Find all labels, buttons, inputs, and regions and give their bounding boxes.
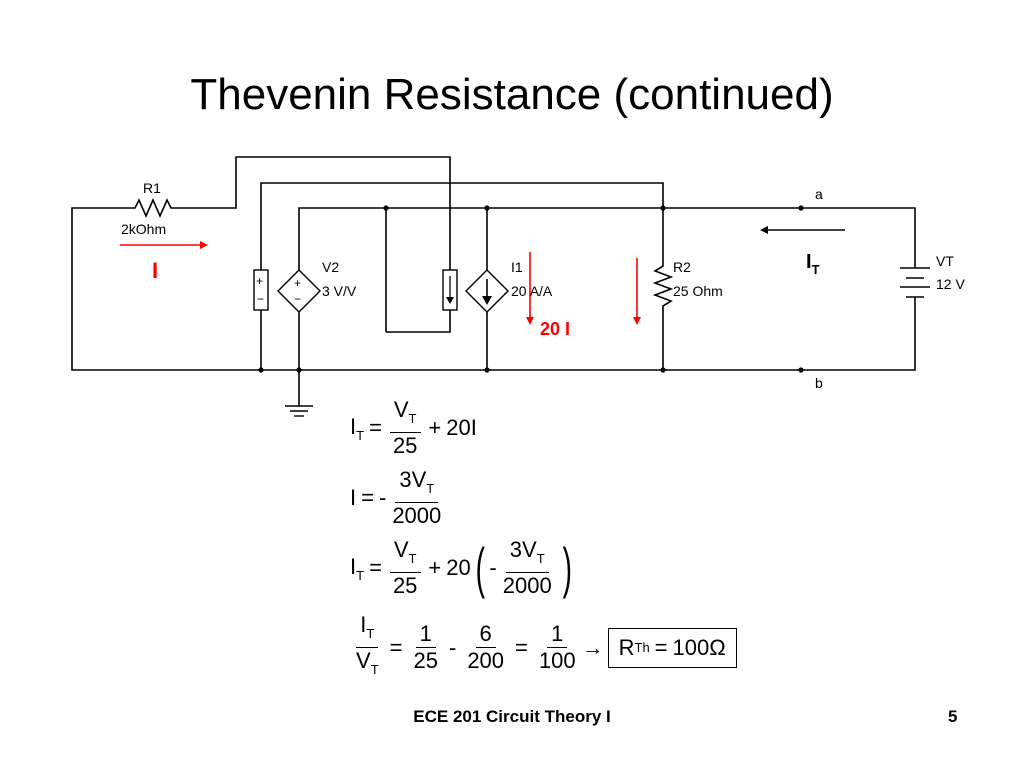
v2-sense-minus: − <box>257 292 264 306</box>
r1-resistor <box>125 198 175 218</box>
eq4-equals-1: = <box>389 634 403 660</box>
eq1-equals: = <box>369 415 382 440</box>
current-arrow-20i <box>526 252 534 325</box>
current-label-20i: 20 I <box>540 319 570 339</box>
i1-sense-port <box>442 269 458 311</box>
eq4-fraction-2: 6 200 <box>467 621 505 673</box>
current-label-it: IT <box>806 251 820 277</box>
current-label-i: I <box>152 258 158 283</box>
v2-plus: + <box>294 276 301 290</box>
vt-value: 12 V <box>936 276 965 292</box>
eq1-lhs: IT <box>350 413 365 443</box>
v2-sense-port: + − <box>253 269 269 311</box>
v2-dependent-source: + − <box>277 269 321 313</box>
circuit-diagram: + − + − <box>71 156 965 417</box>
r1-value: 2kOhm <box>121 221 166 237</box>
vt-battery <box>900 262 930 320</box>
eq2-fraction: 3VT 2000 <box>392 467 442 528</box>
eq3-coef: 20 <box>446 555 471 580</box>
eq3-plus: + <box>428 555 442 580</box>
eq3-neg: - <box>489 555 497 580</box>
junction-dots <box>258 205 804 373</box>
eq1-plus: + <box>428 415 442 440</box>
v2-value: 3 V/V <box>322 283 357 299</box>
v2-name: V2 <box>322 259 339 275</box>
footer-course-name: ECE 201 Circuit Theory I <box>413 707 611 726</box>
equation-2: I = - 3VT 2000 <box>350 468 447 528</box>
equation-3: IT = VT 25 + 20 ( - 3VT 2000 ) <box>350 538 576 598</box>
current-arrow-it <box>760 226 845 234</box>
i1-name: I1 <box>511 259 523 275</box>
current-arrow-i <box>120 241 208 249</box>
v2-minus: − <box>294 292 301 306</box>
eq4-minus: - <box>448 634 457 660</box>
v2-sense-plus: + <box>256 274 263 288</box>
eq3-equals: = <box>369 555 382 580</box>
eq2-equals: = <box>361 485 374 510</box>
i1-dependent-source <box>465 269 509 313</box>
eq4-fraction-3: 1 100 <box>538 621 576 673</box>
eq4-equals-2: = <box>515 634 528 660</box>
i1-value: 20 A/A <box>511 283 553 299</box>
eq4-fraction-1: 1 25 <box>413 621 438 673</box>
vt-name: VT <box>936 253 954 269</box>
eq4-fraction-it-vt: IT VT <box>356 612 379 678</box>
r2-resistor <box>652 262 674 312</box>
circuit-wires <box>71 156 916 406</box>
ground-symbol <box>285 405 313 417</box>
node-a-label: a <box>815 186 823 202</box>
eq1-fraction: VT 25 <box>389 398 421 458</box>
eq2-lhs: I <box>350 485 357 510</box>
r2-value: 25 Ohm <box>673 283 723 299</box>
node-b-label: b <box>815 375 823 391</box>
current-arrow-r2 <box>633 258 641 325</box>
slide-title: Thevenin Resistance (continued) <box>190 70 834 119</box>
eq4-arrow: → <box>581 634 604 660</box>
equation-1: IT = VT 25 + 20I <box>350 398 477 458</box>
eq3-fraction-2: 3VT 2000 <box>502 537 552 598</box>
page-number: 5 <box>948 707 958 726</box>
r2-name: R2 <box>673 259 691 275</box>
eq3-fraction-1: VT 25 <box>389 538 421 598</box>
eq3-left-paren: ( <box>475 536 485 599</box>
r1-name: R1 <box>143 180 161 196</box>
eq3-right-paren: ) <box>562 536 572 599</box>
eq1-tail: 20I <box>446 415 477 440</box>
eq3-lhs: IT <box>350 553 365 583</box>
eq2-neg: - <box>378 485 387 510</box>
